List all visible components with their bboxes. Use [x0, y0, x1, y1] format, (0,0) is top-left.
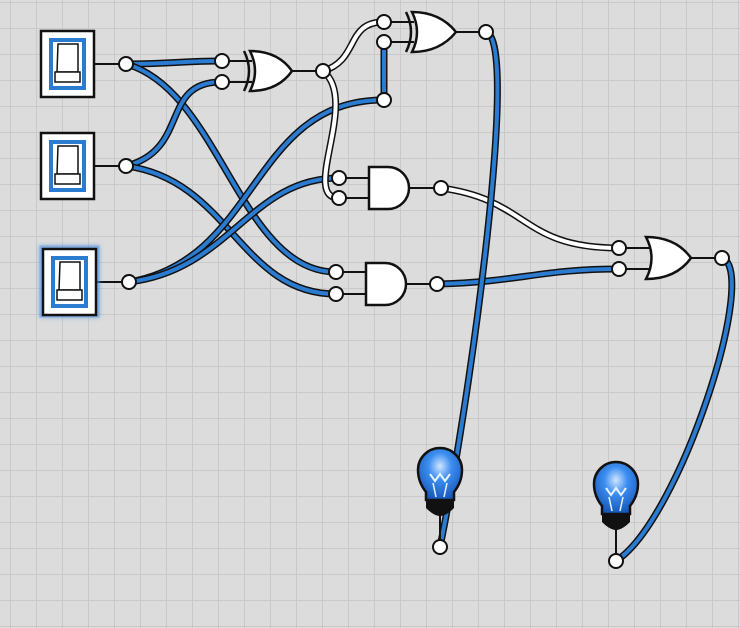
wire-xor1-and1[interactable] [319, 67, 343, 202]
wire-and1-or[interactable] [437, 184, 623, 252]
switch-c[interactable] [39, 245, 123, 318]
lamp-carry[interactable] [592, 460, 640, 555]
port-xor2-in2[interactable] [376, 34, 392, 50]
switch-b[interactable] [39, 131, 120, 201]
port-xor1-out[interactable] [315, 63, 331, 79]
wire-b-xor1[interactable] [122, 78, 225, 170]
and-gate-1[interactable] [345, 165, 435, 211]
port-lamp-sum-in[interactable] [432, 539, 448, 555]
light-bulb-icon [416, 446, 464, 516]
xor-gate-1[interactable] [229, 49, 317, 93]
port-and2-out[interactable] [429, 276, 445, 292]
port-and2-in2[interactable] [328, 286, 344, 302]
switch-a[interactable] [39, 29, 120, 99]
wire-b-and2[interactable] [122, 162, 340, 298]
wire-a-xor1[interactable] [122, 57, 225, 68]
port-switch-b-out[interactable] [118, 158, 134, 174]
port-or-out[interactable] [714, 250, 730, 266]
xor-gate-2[interactable] [390, 10, 480, 54]
port-lamp-carry-in[interactable] [608, 553, 624, 569]
wire-or-lamp[interactable] [612, 254, 736, 565]
port-xor2-junction[interactable] [376, 92, 392, 108]
wire-and2-or[interactable] [433, 265, 623, 288]
port-and1-in2[interactable] [331, 190, 347, 206]
light-bulb-icon [592, 460, 640, 530]
port-xor1-in2[interactable] [214, 74, 230, 90]
port-switch-a-out[interactable] [118, 56, 134, 72]
wire-xor1-xor2[interactable] [319, 18, 388, 75]
or-gate-1[interactable] [625, 235, 716, 281]
port-and1-out[interactable] [433, 180, 449, 196]
port-xor2-out[interactable] [478, 24, 494, 40]
lamp-sum[interactable] [416, 446, 464, 541]
port-xor2-in1[interactable] [376, 14, 392, 30]
port-and1-in1[interactable] [331, 170, 347, 186]
port-switch-c-out[interactable] [121, 274, 137, 290]
wire-c-and1[interactable] [125, 174, 343, 286]
wire-a-and2[interactable] [122, 60, 340, 276]
port-or-in2[interactable] [611, 261, 627, 277]
and-gate-2[interactable] [342, 261, 431, 307]
port-and2-in1[interactable] [328, 264, 344, 280]
port-xor1-in1[interactable] [214, 53, 230, 69]
port-or-in1[interactable] [611, 240, 627, 256]
